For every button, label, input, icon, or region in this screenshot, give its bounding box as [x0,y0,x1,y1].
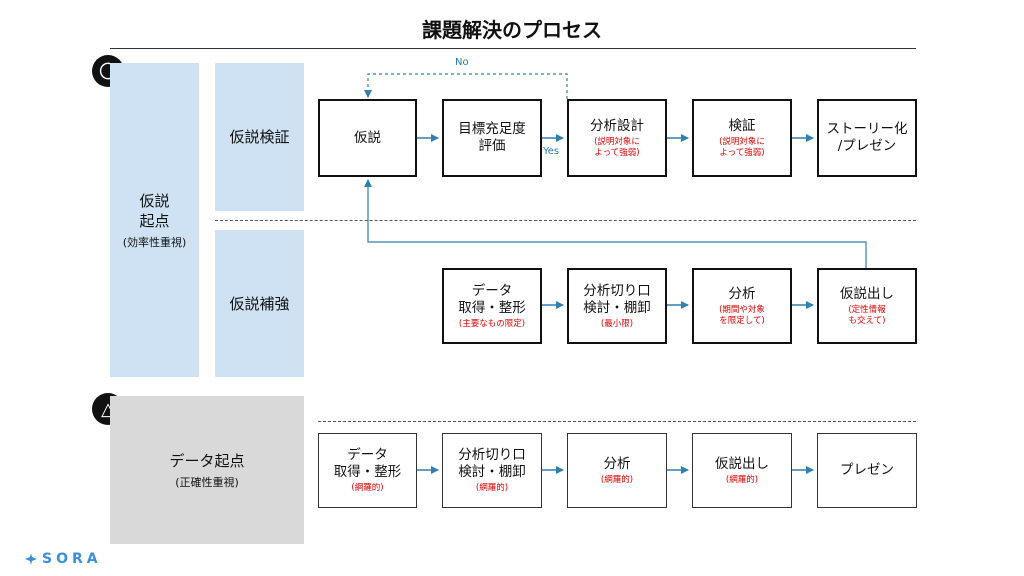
verify-step-goal-eval: 目標充足度 評価 [442,99,542,177]
step-note: (網羅的) [600,474,634,485]
verify-panel: 仮説検証 [215,63,304,211]
no-label: No [455,57,469,68]
reinforce-step-data: データ 取得・整形 (主要なもの限定) [442,268,542,344]
page-title: 課題解決のプロセス [422,18,602,42]
step-label: 分析切り口 検討・棚卸 [583,282,651,316]
verify-step-hypothesis: 仮説 [318,99,417,177]
step-note: (説明対象に よって強弱) [719,136,765,158]
step-note: (期間や対象 を限定して) [719,304,765,326]
step-label: プレゼン [840,462,894,478]
data-step-angles: 分析切り口 検討・棚卸 (網羅的) [442,433,542,508]
plane-icon [25,553,37,565]
step-label: 仮説出し [715,455,769,472]
step-label: 分析設計 [590,117,644,134]
step-label: 仮説 [354,129,381,146]
data-step-hypothesis-gen: 仮説出し (網羅的) [692,433,792,508]
step-note: (網羅的) [475,483,509,493]
step-note: (主要なもの限定) [458,318,526,329]
separator-dashed-1 [215,220,916,221]
step-note: (定性情報 も交えて) [848,304,886,326]
separator-dashed-2 [318,421,916,422]
reinforce-step-analysis: 分析 (期間や対象 を限定して) [692,268,792,344]
step-label: 分析切り口 検討・棚卸 [458,447,526,480]
no-loop-arrow [364,73,568,99]
verify-step-analysis-design: 分析設計 (説明対象に よって強弱) [567,99,667,177]
data-step-data: データ 取得・整形 (網羅的) [318,433,417,508]
data-origin-subtitle: (正確性重視) [175,475,239,489]
sora-logo: SORA [24,551,102,567]
logo-text: SORA [42,551,102,567]
step-label: データ 取得・整形 [458,282,526,316]
step-note: (説明対象に よって強弱) [594,136,640,158]
hypothesis-origin-panel: 仮説 起点 (効率性重視) [110,63,199,377]
step-label: 分析 [603,455,631,472]
hypothesis-origin-subtitle: (効率性重視) [122,235,187,249]
title-underline [110,48,916,49]
step-label: ストーリー化 /プレゼン [826,121,908,154]
step-note: (最小限) [600,318,634,329]
reinforce-panel-label: 仮説補強 [229,294,290,313]
hypothesis-origin-title: 仮説 起点 [139,191,170,230]
verify-panel-label: 仮説検証 [229,128,290,146]
data-origin-panel: データ起点 (正確性重視) [110,396,304,544]
reinforce-panel: 仮説補強 [215,230,304,377]
step-label: データ 取得・整形 [333,447,402,480]
verify-step-story: ストーリー化 /プレゼン [817,99,917,177]
data-step-analysis: 分析 (網羅的) [567,433,667,508]
data-step-presentation: プレゼン [817,433,917,508]
step-note: (網羅的) [725,474,759,485]
data-origin-title: データ起点 [169,451,245,470]
yes-label: Yes [543,146,560,157]
feedback-arrow [364,179,867,268]
reinforce-step-hypothesis-gen: 仮説出し (定性情報 も交えて) [817,268,917,344]
step-note: (網羅的) [351,483,384,493]
verify-step-verification: 検証 (説明対象に よって強弱) [692,99,792,177]
step-label: 仮説出し [840,285,894,302]
reinforce-step-angles: 分析切り口 検討・棚卸 (最小限) [567,268,667,344]
step-label: 目標充足度 評価 [458,121,526,154]
step-label: 分析 [728,285,756,302]
step-label: 検証 [728,117,756,134]
